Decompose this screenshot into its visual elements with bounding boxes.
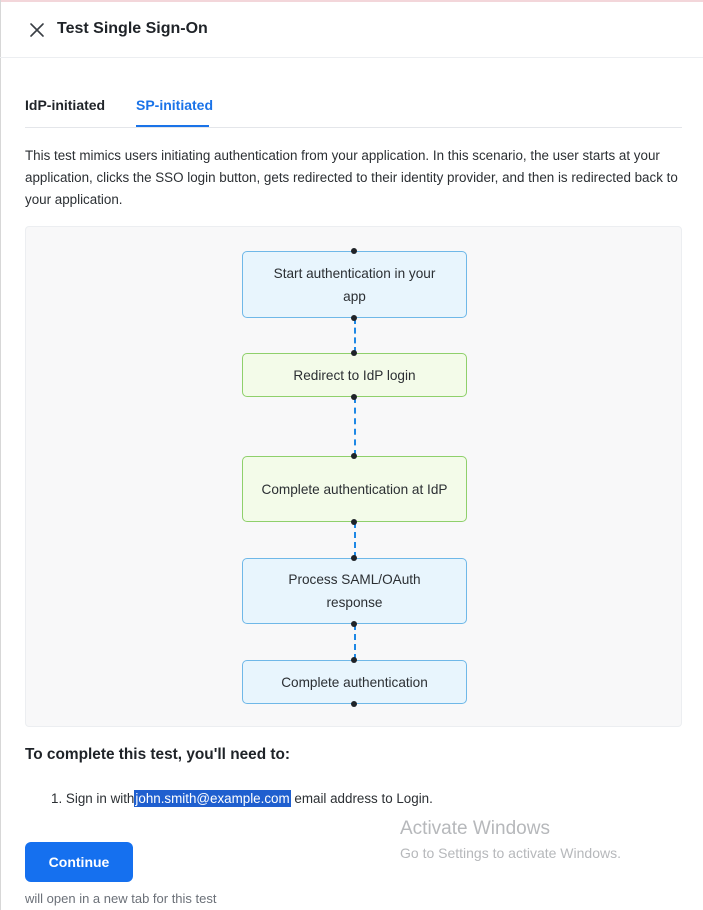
tab-idp-initiated[interactable]: IdP-initiated [25, 97, 106, 113]
dialog-header: Test Single Sign-On [0, 2, 703, 58]
connector-dot [351, 555, 357, 561]
continue-button[interactable]: Continue [25, 842, 133, 882]
connector-dot [351, 453, 357, 459]
flow-step-label: Redirect to IdP login [293, 367, 416, 383]
flow-connector [354, 397, 356, 456]
connector-dot [351, 701, 357, 707]
connector-dot [351, 315, 357, 321]
flow-diagram: Start authentication in your app Redirec… [25, 226, 682, 727]
flow-step-label: Process SAML/OAuth response [288, 572, 421, 610]
connector-dot [351, 248, 357, 254]
email-highlight[interactable]: john.smith@example.com [134, 790, 291, 807]
windows-watermark-subtitle: Go to Settings to activate Windows. [400, 845, 621, 861]
flow-step-redirect: Redirect to IdP login [242, 353, 467, 397]
requirements-heading: To complete this test, you'll need to: [25, 746, 291, 763]
active-tab-indicator [136, 125, 209, 127]
flow-step-label: Start authentication in your app [273, 265, 436, 304]
flow-step-label: Complete authentication [281, 674, 428, 690]
new-tab-note: will open in a new tab for this test [25, 891, 217, 906]
requirement-prefix: Sign in with [65, 791, 135, 806]
connector-dot [351, 657, 357, 663]
tab-sp-initiated[interactable]: SP-initiated [136, 97, 214, 113]
flow-step-idp-auth: Complete authentication at IdP [242, 456, 467, 522]
windows-watermark-title: Activate Windows [400, 818, 550, 839]
flow-step-process-response: Process SAML/OAuth response [242, 558, 467, 624]
flow-connector [354, 318, 356, 353]
connector-dot [351, 394, 357, 400]
connector-dot [351, 519, 357, 525]
connector-dot [351, 621, 357, 627]
dialog-title: Test Single Sign-On [57, 20, 208, 37]
flow-connector [354, 624, 356, 660]
close-icon[interactable] [28, 21, 46, 39]
tab-bar: IdP-initiated SP-initiated [25, 88, 682, 128]
requirement-suffix: email address to Login. [294, 791, 433, 806]
flow-step-start: Start authentication in your app [242, 251, 467, 318]
requirement-number: 1. [51, 791, 63, 806]
requirement-item: 1. Sign in withjohn.smith@example.com em… [51, 790, 433, 807]
connector-dot [351, 350, 357, 356]
flow-step-label: Complete authentication at IdP [261, 481, 448, 497]
flow-step-complete: Complete authentication [242, 660, 467, 704]
flow-connector [354, 522, 356, 558]
top-accent-line [0, 0, 703, 2]
test-description: This test mimics users initiating authen… [25, 148, 678, 207]
left-border [0, 0, 1, 910]
